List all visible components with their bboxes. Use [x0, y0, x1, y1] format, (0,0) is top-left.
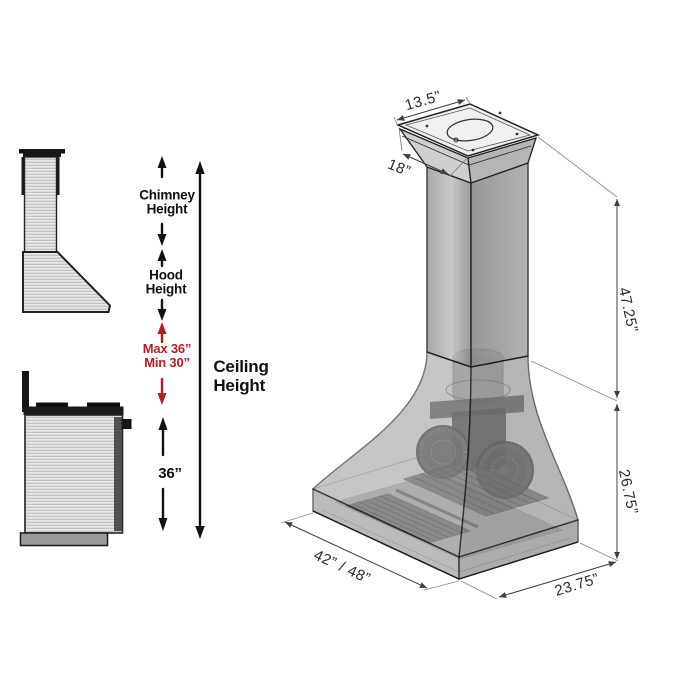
- chimney-height-up-arrow-icon: [157, 156, 167, 179]
- range-clearance-label: 36”: [158, 465, 182, 483]
- duct-hole: [446, 118, 494, 142]
- hood-3d-render: [311, 103, 579, 581]
- hood-side-profile-drawing: [19, 149, 112, 313]
- height-annotation-arrows: [157, 156, 205, 539]
- extension-line-transition: [530, 360, 618, 402]
- ceiling-height-double-arrow-icon: [195, 161, 205, 539]
- mount-range-label: Max 36” Min 30”: [142, 341, 192, 370]
- hood-height-label: Hood Height: [145, 267, 187, 297]
- hood-height-down-arrow-icon: [157, 298, 167, 321]
- range-side-profile-drawing: [19, 371, 132, 547]
- clearance-up-arrow-icon: [158, 417, 168, 457]
- chimney: [426, 162, 529, 368]
- extension-line-plate: [537, 136, 618, 198]
- dim-line-top-depth: [402, 153, 449, 175]
- hood-height-up-arrow-icon: [157, 249, 167, 268]
- dimension-lines: [280, 96, 621, 600]
- extension-line-base-right: [579, 542, 619, 562]
- hood-bell: [311, 351, 579, 559]
- chimney-height-label: Chimney Height: [139, 187, 195, 217]
- dim-line-hood-depth: [498, 561, 617, 598]
- clearance-down-arrow-icon: [158, 487, 168, 531]
- chimney-height-down-arrow-icon: [157, 222, 167, 246]
- dim-line-hood-width: [284, 521, 428, 589]
- mount-range-up-arrow-icon: [157, 322, 167, 344]
- ceiling-height-label: Ceiling Height: [213, 356, 269, 395]
- dim-line-top-width: [396, 99, 466, 121]
- mount-range-down-arrow-icon: [157, 377, 167, 405]
